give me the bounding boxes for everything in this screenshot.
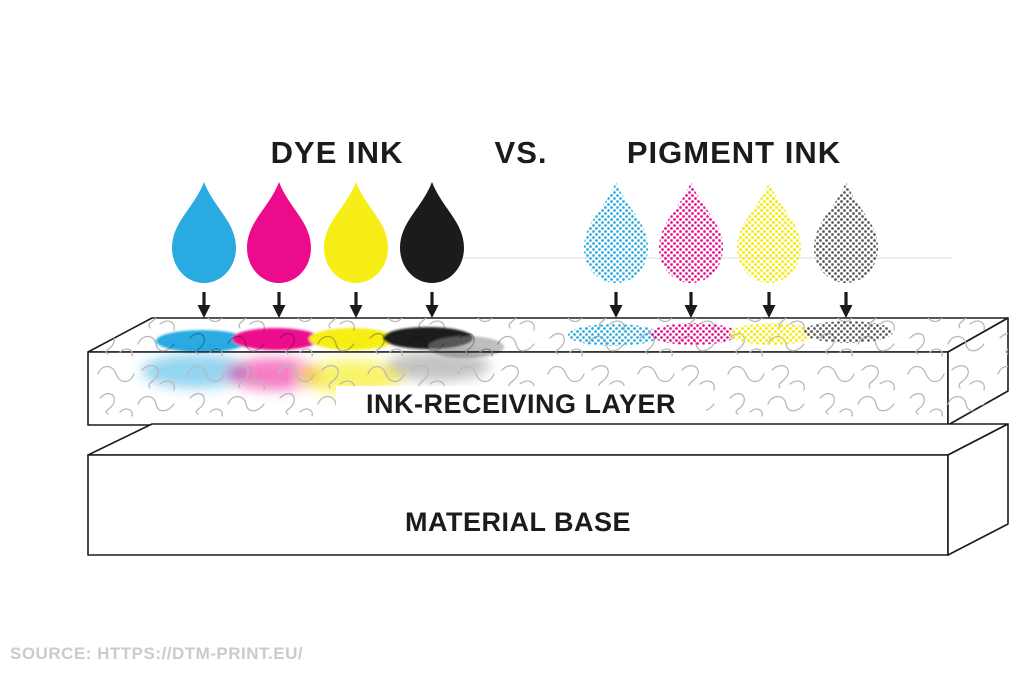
pigment-spot-black bbox=[803, 321, 893, 343]
dye-spot-black-smear bbox=[428, 336, 504, 358]
ink-receiving-layer-label: INK-RECEIVING LAYER bbox=[366, 389, 676, 419]
dye-drop-yellow-icon bbox=[324, 182, 388, 283]
dye-ink-label: DYE INK bbox=[271, 135, 404, 170]
dye-surface-spots bbox=[156, 327, 504, 358]
down-arrow-icon bbox=[684, 292, 698, 318]
down-arrow-icon bbox=[349, 292, 363, 318]
pigment-drop-yellow-icon bbox=[737, 182, 801, 283]
down-arrows bbox=[197, 292, 853, 318]
dye-spot-cyan bbox=[156, 330, 248, 352]
vs-label: VS. bbox=[495, 135, 548, 170]
pigment-drops bbox=[584, 182, 878, 283]
dye-drop-black-icon bbox=[400, 182, 464, 283]
pigment-surface-spots bbox=[568, 321, 893, 346]
ink-layer-right-texture bbox=[948, 318, 1008, 425]
down-arrow-icon bbox=[197, 292, 211, 318]
material-base-layer: MATERIAL BASE bbox=[87, 423, 1009, 556]
down-arrow-icon bbox=[762, 292, 776, 318]
dye-drop-magenta-icon bbox=[247, 182, 311, 283]
down-arrow-icon bbox=[425, 292, 439, 318]
dye-spot-yellow bbox=[309, 328, 395, 350]
source-credit: SOURCE: HTTPS://DTM-PRINT.EU/ bbox=[10, 644, 303, 663]
dye-drop-cyan-icon bbox=[172, 182, 236, 283]
pigment-ink-label: PIGMENT INK bbox=[627, 135, 841, 170]
pigment-spot-magenta bbox=[650, 323, 738, 345]
pigment-drop-black-icon bbox=[814, 182, 878, 283]
material-base-label: MATERIAL BASE bbox=[405, 507, 631, 537]
material-base-top-face bbox=[87, 423, 1009, 456]
ink-receiving-layer: INK-RECEIVING LAYER bbox=[87, 317, 1009, 426]
down-arrow-icon bbox=[609, 292, 623, 318]
dye-drops bbox=[172, 182, 464, 283]
dye-spot-magenta bbox=[232, 328, 320, 350]
pigment-spot-yellow bbox=[730, 323, 814, 345]
material-base-right-face bbox=[947, 423, 1009, 556]
pigment-drop-cyan-icon bbox=[584, 182, 648, 283]
down-arrow-icon bbox=[272, 292, 286, 318]
ink-layer-label-panel bbox=[336, 386, 706, 422]
pigment-drop-magenta-icon bbox=[659, 182, 723, 283]
down-arrow-icon bbox=[839, 292, 853, 318]
material-base-front-face bbox=[87, 454, 949, 556]
pigment-spot-cyan bbox=[568, 324, 660, 346]
